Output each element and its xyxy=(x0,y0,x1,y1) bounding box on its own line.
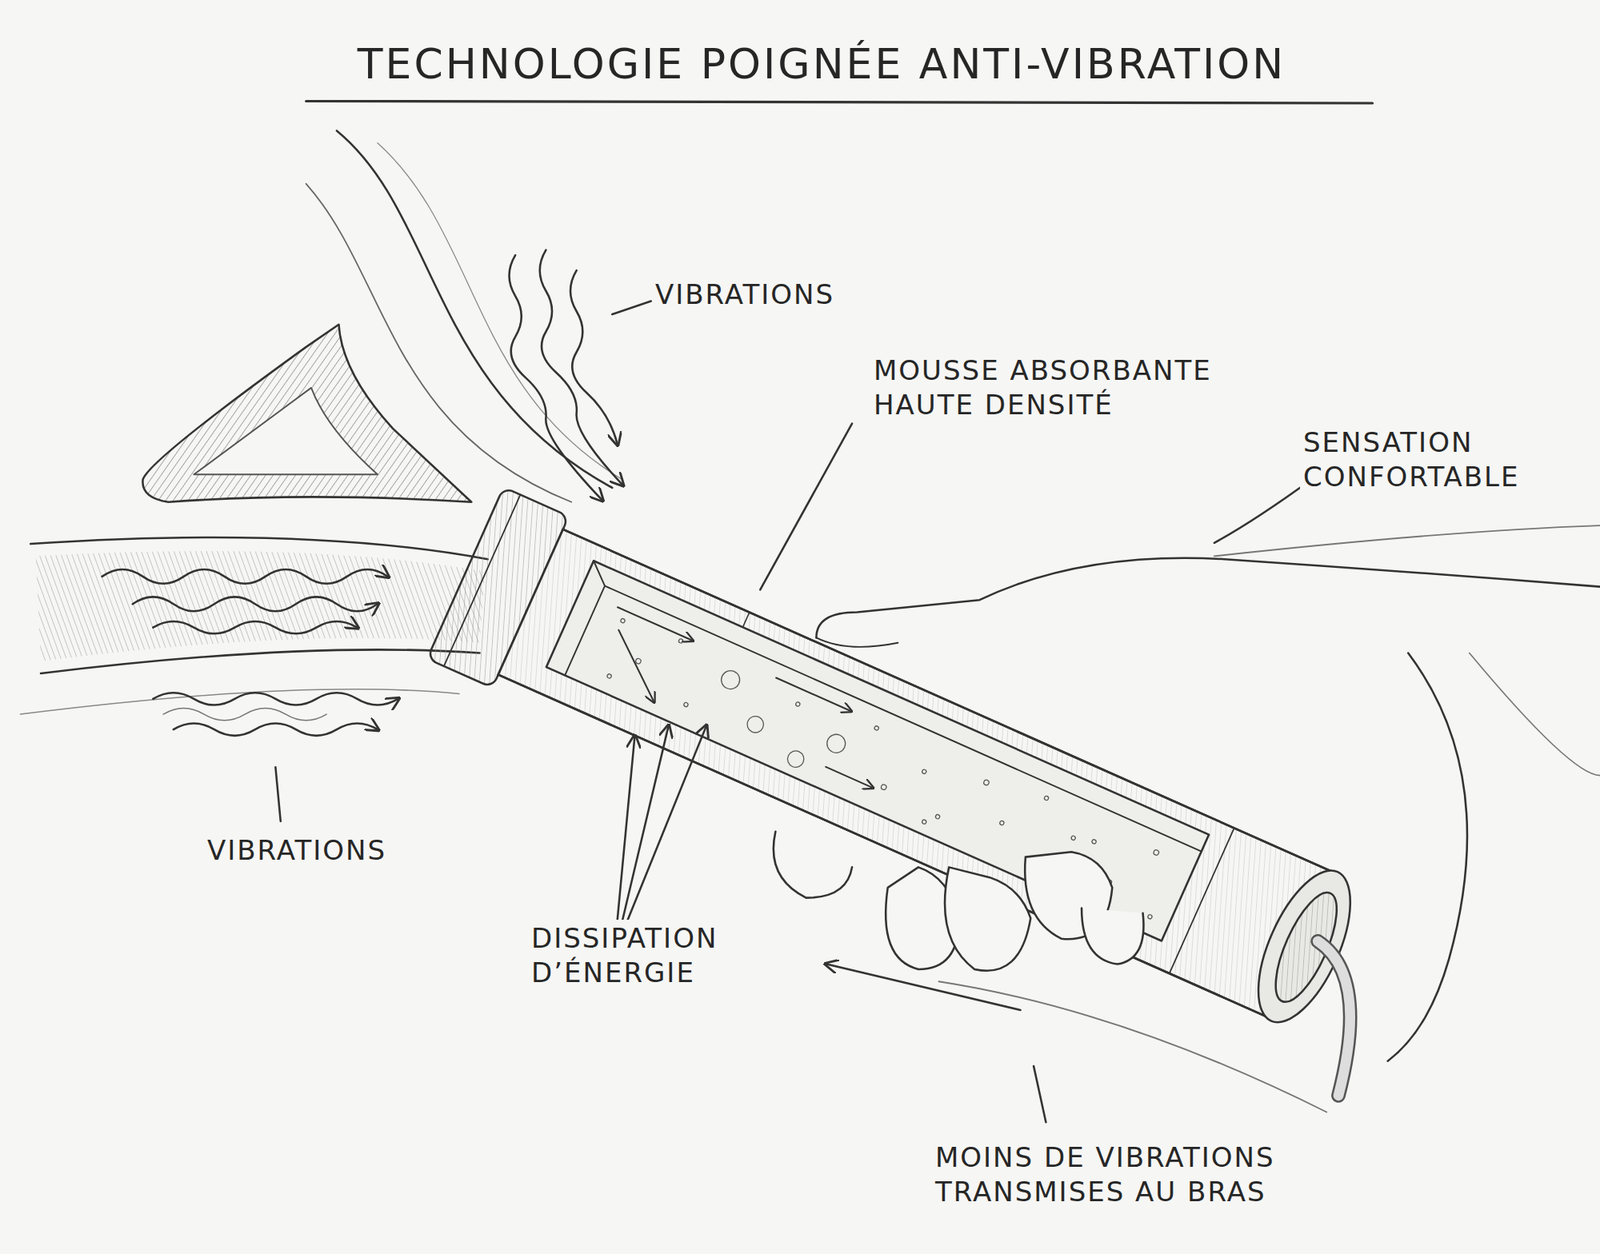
vibration-label: VIBRATIONS xyxy=(204,832,475,870)
dissipation-label: DISSIPATION D’ÉNERGIE xyxy=(528,920,815,992)
foam-label: MOUSSE ABSORBANTE HAUTE DENSITÉ xyxy=(870,352,1285,424)
comfort-label: SENSATION CONFORTABLE xyxy=(1300,424,1587,496)
vibration-label: VIBRATIONS xyxy=(652,276,923,314)
diagram-title: TECHNOLOGIE POIGNÉE ANTI-VIBRATION xyxy=(352,38,1291,91)
reduction-label: MOINS DE VIBRATIONS TRANSMISES AU BRAS xyxy=(932,1139,1395,1211)
